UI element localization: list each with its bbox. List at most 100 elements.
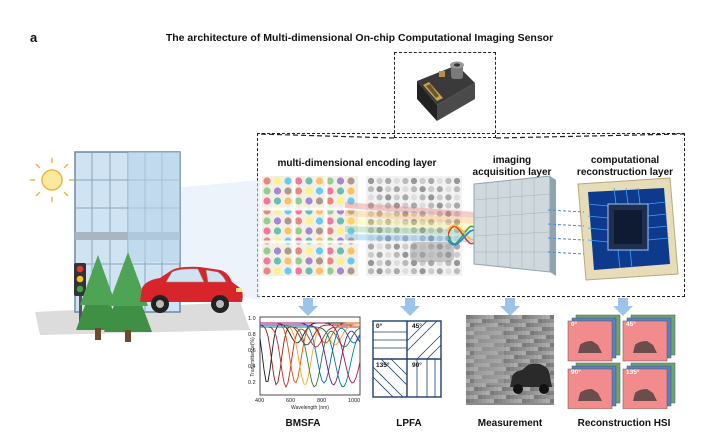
measurement-pixel [530,387,534,391]
lpfa-polarizer-cell [436,210,443,217]
measurement-pixel [486,319,490,323]
measurement-pixel [550,315,554,319]
measurement-pixel [518,399,522,403]
y-tick-1.0: 1.0 [248,316,256,322]
bmsfa-filter-dot [326,197,334,205]
measurement-pixel [546,339,550,343]
x-axis-label: Wavelength (nm) [291,405,329,411]
transmittance-curve [260,324,361,386]
measurement-pixel [522,339,526,343]
hsi-band-layer [567,320,613,362]
down-arrow-lpfa [400,298,420,316]
measurement-pixel [542,331,546,335]
measurement-pixel [546,323,550,327]
measurement-pixel [514,343,518,347]
measurement-pixel [538,315,542,319]
lpfa-polarizer-cell [385,177,392,185]
measurement-pixel [514,315,518,319]
bmsfa-filter-dot [326,177,334,185]
bmsfa-filter-dot [273,257,282,265]
measurement-pixel [482,391,486,395]
x-tick-800: 800 [317,398,326,404]
measurement-pixel [506,371,510,375]
measurement-pixel [466,315,470,319]
measurement-pixel [538,355,542,359]
measurement-pixel [538,399,542,403]
measurement-pixel [470,327,474,331]
measurement-pixel [506,379,510,383]
bmsfa-filter-dot [273,247,282,255]
measurement-pixel [474,319,478,323]
measurement-pixel [550,327,554,331]
lpfa-polarizer-cell [393,227,400,234]
sun-icon [30,158,74,202]
lpfa-polarizer-cell [410,202,418,209]
bmsfa-filter-dot [273,227,282,235]
measurement-pixel [470,323,474,327]
measurement-pixel [530,339,534,343]
measurement-pixel [514,347,518,351]
lpfa-angle-0: 0° [376,322,383,330]
lpfa-polarizer-cell [419,177,426,185]
measurement-pixel [470,371,474,375]
measurement-pixel [490,315,494,319]
measurement-pixel [542,355,546,359]
bmsfa-filter-dot [273,177,282,185]
lpfa-polarizer-cell [367,202,375,209]
measurement-pixel [470,399,474,403]
reconstruction-chip-image [577,177,679,281]
measurement-pixel [534,387,538,391]
measurement-pixel [546,355,550,359]
measurement-pixel [466,319,470,323]
lpfa-polarizer-cell [453,194,461,201]
measurement-pixel [550,343,554,347]
reconstruction-layer-label-line2: reconstruction layer [576,167,674,178]
measurement-pixel [514,319,518,323]
measurement-pixel [538,351,542,355]
measurement-pixel [538,339,542,343]
measurement-pixel [550,331,554,335]
measurement-pixel [470,359,474,363]
measurement-pixel [518,395,522,399]
measurement-pixel [470,315,474,319]
measurement-pixel [542,343,546,347]
bmsfa-filter-dot [347,257,355,265]
lpfa-polarizer-cell [453,202,461,209]
bmsfa-filter-dot [294,197,303,205]
hsi-car-silhouette [578,389,602,401]
measurement-pixel [490,395,494,399]
bmsfa-filter-dot [326,227,334,235]
bmsfa-filter-dot [315,247,324,255]
measurement-pixel [482,319,486,323]
measurement-pixel [514,327,518,331]
measurement-pixel [538,347,542,351]
lpfa-polarizer-cell [376,218,383,226]
bmsfa-filter-dot [305,227,313,235]
measurement-pixel [510,355,514,359]
lpfa-polarizer-cell [402,218,409,226]
measurement-pixel [526,327,530,331]
measurement-pixel [466,387,470,391]
measurement-pixel [550,371,554,375]
bmsfa-filter-dot [336,217,345,225]
lpfa-polarizer-cell [453,259,461,267]
measurement-pixel [522,363,526,367]
measurement-pixel [502,391,506,395]
measurement-pixel [506,331,510,335]
camera-icon [417,61,475,121]
lpfa-polarizer-cell [410,268,418,275]
measurement-pixel [510,343,514,347]
bmsfa-filter-dot [294,187,303,195]
transmittance-curve [260,326,361,387]
bmsfa-filter-dot [336,247,345,255]
measurement-pixel [538,327,542,331]
measurement-pixel [518,355,522,359]
hsi-band-layer [622,320,668,362]
lpfa-polarizer-cell [428,268,435,275]
measurement-pixel [470,347,474,351]
x-tick-600: 600 [286,398,295,404]
transmittance-curve [259,324,360,386]
lpfa-polarizer-cell [385,227,392,234]
measurement-pixel [538,323,542,327]
measurement-pixel [522,387,526,391]
